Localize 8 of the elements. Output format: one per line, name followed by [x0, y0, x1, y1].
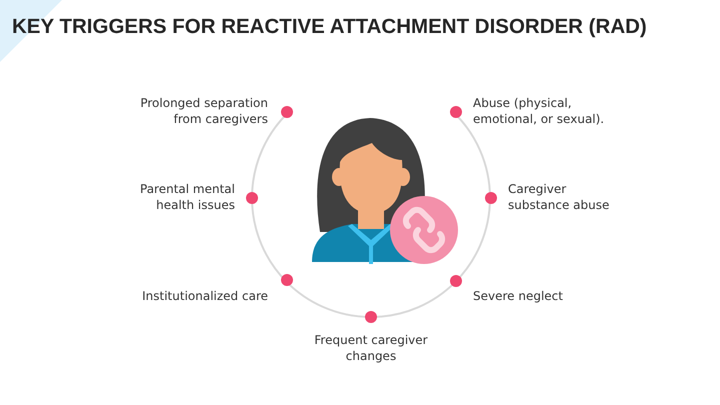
trigger-label: Caregiver substance abuse [508, 181, 610, 213]
trigger-label: Frequent caregiver changes [313, 332, 429, 364]
trigger-label: Parental mental health issues [139, 181, 235, 213]
trigger-label: Severe neglect [473, 288, 564, 304]
trigger-label: Abuse (physical, emotional, or sexual). [473, 95, 606, 127]
title: KEY TRIGGERS FOR REACTIVE ATTACHMENT DISORDER (RAD) [12, 15, 647, 39]
trigger-label: Prolonged separation from caregivers [139, 95, 268, 127]
trigger-label: Institutionalized care [141, 288, 268, 304]
